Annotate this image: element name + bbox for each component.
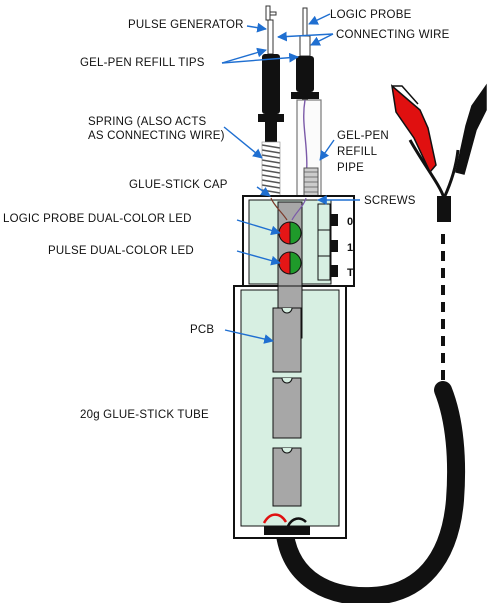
label-pulse-generator: PULSE GENERATOR xyxy=(128,19,244,31)
arrow-tips-2 xyxy=(221,52,299,64)
cap-wire-right xyxy=(291,197,307,221)
ic-chip xyxy=(272,377,302,439)
arrow-spring xyxy=(223,126,263,159)
label-logic-probe: LOGIC PROBE xyxy=(330,9,412,21)
arrow-tips-1 xyxy=(221,47,267,64)
label-pcb: PCB xyxy=(190,324,214,336)
arrow-pulse-led xyxy=(236,250,281,266)
pcb-chips xyxy=(272,285,303,507)
annotation-arrows xyxy=(221,13,360,344)
arrow-pcb xyxy=(224,329,274,344)
label-gel-pen-pipe-line2: REFILL xyxy=(337,146,378,158)
switch-label-0: 0 xyxy=(347,216,353,228)
logic-probe-led xyxy=(278,221,302,245)
arrow-connecting-wire-1 xyxy=(277,31,334,42)
label-spring-line2: AS CONNECTING WIRE) xyxy=(88,130,225,142)
label-gel-pen-pipe-line3: PIPE xyxy=(337,162,364,174)
switch-label-t: T xyxy=(347,267,354,279)
gel-pen-refill-pipe xyxy=(296,99,322,197)
arrow-gel-pen-pipe xyxy=(319,139,335,161)
label-logic-probe-led: LOGIC PROBE DUAL-COLOR LED xyxy=(3,213,192,225)
label-gel-pen-pipe-line1: GEL-PEN xyxy=(337,130,389,142)
label-screws: SCREWS xyxy=(364,195,416,207)
arrow-glue-stick-cap xyxy=(256,186,271,197)
label-pulse-led: PULSE DUAL-COLOR LED xyxy=(48,245,194,257)
cap-wire-left xyxy=(270,197,288,221)
spring xyxy=(261,141,281,199)
label-glue-stick-tube: 20g GLUE-STICK TUBE xyxy=(80,409,209,421)
arrow-connecting-wire-2 xyxy=(310,33,334,46)
black-clip xyxy=(442,83,487,199)
cable-entry xyxy=(262,513,310,535)
ic-chip xyxy=(272,447,302,507)
label-glue-stick-cap: GLUE-STICK CAP xyxy=(129,179,228,191)
selector-switch xyxy=(317,203,338,281)
pulse-generator-tip xyxy=(258,5,284,142)
pulse-led xyxy=(278,251,302,275)
label-spring-line1: SPRING (ALSO ACTS xyxy=(88,116,207,128)
red-clip xyxy=(390,84,446,199)
logic-probe-tip xyxy=(291,7,319,111)
arrow-logic-probe xyxy=(308,13,331,25)
ic-chip xyxy=(272,307,302,373)
arrow-pulse-generator xyxy=(246,22,267,33)
arrow-logic-led xyxy=(236,219,281,236)
label-gel-pen-tips: GEL-PEN REFILL TIPS xyxy=(80,57,205,69)
black-cable xyxy=(276,196,466,603)
switch-label-1: 1 xyxy=(347,242,353,254)
label-connecting-wire: CONNECTING WIRE xyxy=(336,29,450,41)
